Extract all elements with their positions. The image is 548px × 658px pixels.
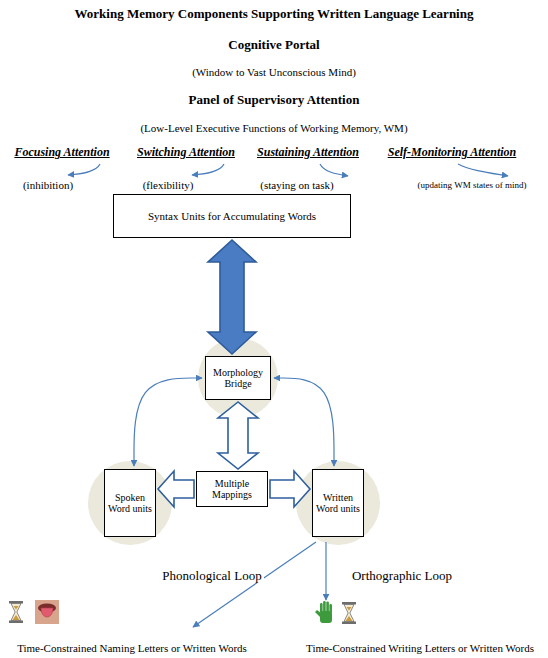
node-text: Spoken Word units — [108, 492, 152, 515]
hand-finger — [329, 604, 332, 613]
hand-finger — [320, 603, 323, 613]
filled-double-arrow — [208, 240, 256, 354]
diagram-title: Working Memory Components Supporting Wri… — [75, 7, 474, 22]
written-units-box: Written Word units — [312, 469, 364, 537]
attention-label: Self-Monitoring Attention — [388, 146, 517, 160]
hourglass-sand — [14, 606, 19, 610]
section-heading: Cognitive Portal — [228, 38, 319, 53]
hand-icon — [315, 601, 332, 623]
task-label: Time-Constrained Naming Letters or Writt… — [17, 642, 247, 655]
function-label: (updating WM states of mind) — [418, 180, 527, 190]
loop-label: Phonological Loop — [160, 569, 263, 584]
hollow-double-arrow — [218, 402, 258, 469]
hand-finger — [326, 602, 329, 614]
leader-arrow — [325, 542, 326, 600]
bridge-box: Morphology Bridge — [205, 356, 271, 400]
node-text: Morphology Bridge — [209, 367, 267, 390]
attention-arrow — [320, 164, 348, 176]
attention-arrow — [458, 164, 508, 176]
mapping-box: Multiple Mappings — [196, 471, 268, 507]
hourglass-sand — [347, 607, 352, 611]
section-heading: Panel of Supervisory Attention — [189, 93, 360, 108]
hand-thumb — [315, 610, 321, 617]
curved-arrow — [134, 378, 202, 466]
hourglass-sand — [346, 616, 353, 621]
tongue-icon — [35, 600, 59, 624]
node-text: Syntax Units for Accumulating Words — [148, 210, 316, 223]
hollow-arrow — [270, 471, 310, 507]
hourglass-sand — [13, 615, 20, 620]
attention-label: Sustaining Attention — [257, 146, 359, 160]
hourglass-glass — [11, 604, 21, 621]
node-text: Multiple Mappings — [200, 478, 264, 501]
syntax-box: Syntax Units for Accumulating Words — [113, 194, 351, 238]
spoken-circle — [88, 461, 172, 545]
leader-arrow — [193, 542, 316, 627]
node-text: Written Word units — [316, 492, 360, 515]
attention-label: Switching Attention — [137, 146, 235, 160]
curved-arrow — [274, 378, 334, 466]
function-label: (inhibition) — [23, 179, 73, 192]
section-subtitle: (Window to Vast Unconscious Mind) — [192, 66, 356, 79]
function-label: (staying on task) — [260, 179, 333, 192]
attention-label: Focusing Attention — [14, 146, 109, 160]
task-label: Time-Constrained Writing Letters or Writ… — [306, 642, 534, 655]
spoken-units-box: Spoken Word units — [104, 469, 156, 537]
hourglass-glass — [344, 605, 354, 622]
hollow-arrow — [158, 471, 194, 507]
hand-finger — [323, 601, 326, 613]
section-subtitle: (Low-Level Executive Functions of Workin… — [140, 122, 407, 135]
hourglass-icon — [9, 601, 23, 623]
hourglass-icon — [342, 602, 356, 624]
written-circle — [296, 461, 380, 545]
attention-arrow — [192, 164, 224, 175]
attention-arrow — [68, 164, 100, 175]
loop-label: Orthographic Loop — [350, 569, 454, 584]
function-label: (flexibility) — [143, 179, 194, 192]
tongue — [41, 608, 53, 617]
face-skin — [35, 600, 59, 624]
